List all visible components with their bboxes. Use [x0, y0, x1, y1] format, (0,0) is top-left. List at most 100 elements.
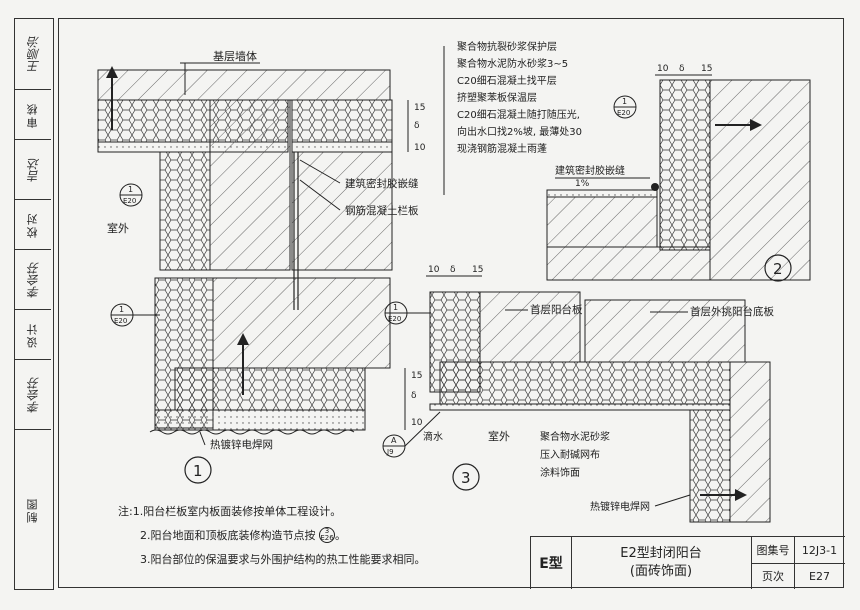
detail-1: 基层墙体 建筑密封胶嵌缝 钢筋混凝土栏板 室外 热镀锌电焊网 15 δ 10 1…: [97, 49, 426, 484]
label-base-wall: 基层墙体: [213, 49, 257, 63]
signature-name-cell: 李会芬: [15, 359, 51, 430]
layer-label: 聚合物抗裂砂浆保护层: [457, 40, 557, 53]
dim-value: 10: [414, 143, 426, 153]
concrete-base: [546, 246, 711, 281]
signature-name-cell: 吉达: [15, 139, 51, 200]
insulation-wall: [659, 79, 711, 251]
dim-value: δ: [414, 121, 420, 131]
callout-num: 1: [622, 97, 627, 106]
dim-value: δ: [450, 265, 456, 275]
render-layer: [291, 141, 393, 153]
sealant-bead: [651, 183, 659, 191]
page-label: 页次: [752, 563, 795, 589]
detail-2: 聚合物抗裂砂浆保护层 聚合物水泥防水砂浆3~5 C20细石混凝土找平层 挤塑聚苯…: [443, 40, 811, 282]
detail-number-2: 2: [764, 254, 792, 282]
signature-column: 王顺治 审核 吉达 校对 李会芬 设计 李会芬 制图: [14, 18, 54, 590]
label-outdoor: 室外: [107, 221, 129, 235]
drawing-title: E2型封闭阳台 (面砖饰面): [571, 537, 752, 589]
concrete-wall: [709, 79, 811, 281]
dim-value: 10: [657, 64, 669, 74]
detail-callout[interactable]: 1 E20: [613, 95, 637, 119]
label-mortar-1: 聚合物水泥砂浆: [540, 430, 610, 443]
type-label: E型: [531, 537, 572, 589]
base-wall-top: [97, 69, 391, 101]
dim-value: 10: [411, 418, 423, 428]
signature-label-cell: 审核: [15, 89, 51, 140]
callout-num: 1: [119, 305, 124, 314]
concrete-block: [209, 99, 291, 271]
callout-ref: E20: [388, 315, 401, 323]
signature-label-cell: 设计: [15, 309, 51, 360]
label-mortar-2: 压入耐碱网布: [540, 448, 600, 461]
label-drip: 滴水: [423, 430, 443, 443]
svg-text:1: 1: [193, 462, 203, 480]
callout-num: A: [391, 436, 397, 445]
leader-line: [654, 494, 691, 507]
label-mesh: 热镀锌电焊网: [590, 500, 650, 513]
callout-ref: E20: [123, 197, 136, 205]
detail-number-3: 3: [452, 463, 480, 491]
label-outdoor: 室外: [488, 429, 510, 443]
mesh-line: [149, 429, 355, 435]
title-block: E型 E2型封闭阳台 (面砖饰面) 图集号 12J3-1 页次 E27: [530, 536, 845, 589]
detail-callout[interactable]: 1 E20: [384, 301, 430, 325]
note-item: 3.阳台部位的保温要求与外围护结构的热工性能要求相同。: [140, 553, 426, 566]
dim-value: 10: [428, 265, 440, 275]
dim-value: 15: [411, 371, 422, 381]
balcony-slab: [479, 291, 581, 363]
insulation-top-right: [291, 99, 393, 143]
callout-ref: E20: [114, 317, 127, 325]
layer-label: C20细石混凝土找平层: [457, 74, 557, 87]
callout-ref: E20: [617, 109, 630, 117]
notes: 注:1.阳台栏板室内板面装修按单体工程设计。 2.阳台地面和顶板底装修构造节点按…: [118, 500, 426, 572]
title-line-2: (面砖饰面): [629, 564, 693, 579]
detail-number-1: 1: [184, 456, 212, 484]
callout-num: 1: [393, 303, 398, 312]
note-line-3: 3.阳台部位的保温要求与外围护结构的热工性能要求相同。: [118, 548, 426, 572]
leader-line: [299, 159, 341, 184]
insulation-column: [159, 151, 211, 271]
svg-text:2: 2: [773, 260, 783, 278]
detail-callout[interactable]: 1 E20: [119, 183, 143, 207]
detail-callout[interactable]: 1 E20: [110, 303, 160, 327]
dim-value: 15: [414, 103, 425, 113]
drawing-frame: [58, 18, 844, 588]
label-panel: 钢筋混凝土栏板: [345, 204, 419, 217]
divider: [752, 563, 845, 564]
layer-label: 聚合物水泥防水砂浆3~5: [457, 57, 568, 70]
note-item: 2.阳台地面和顶板底装修构造节点按: [140, 529, 316, 542]
render-layer: [429, 403, 731, 411]
anchor-bolt-icon: [106, 66, 118, 130]
label-outer-slab: 首层外挑阳台底板: [690, 305, 774, 318]
concrete-lower: [212, 277, 391, 369]
title-line-1: E2型封闭阳台: [620, 546, 702, 561]
concrete-block: [291, 151, 393, 271]
atlas-no-value: 12J3-1: [801, 543, 838, 557]
page-value: E27: [809, 569, 830, 583]
dim-value: 15: [701, 64, 712, 74]
svg-text:3: 3: [461, 469, 471, 487]
canopy-top-layer: [546, 189, 658, 198]
signature-label-cell: 制图: [15, 429, 51, 589]
label-sealant: 建筑密封胶嵌缝: [345, 177, 419, 190]
note-line-1: 注:1.阳台栏板室内板面装修按单体工程设计。: [118, 500, 426, 524]
layer-list: 聚合物抗裂砂浆保护层 聚合物水泥防水砂浆3~5 C20细石混凝土找平层 挤塑聚苯…: [457, 40, 582, 155]
insulation-outer: [689, 409, 731, 523]
slope-label: 1%: [575, 179, 590, 189]
label-mortar-3: 涂料饰面: [540, 466, 580, 479]
label-sealant: 建筑密封胶嵌缝: [555, 164, 625, 177]
detail-3: 首层阳台板 首层外挑阳台底板 滴水 室外 聚合物水泥砂浆 压入耐碱网布 涂料饰面…: [382, 265, 774, 523]
leader-line: [199, 431, 206, 446]
detail-callout[interactable]: A J9: [382, 411, 441, 458]
insulation-slab: [439, 361, 731, 405]
callout-ref: J9: [386, 448, 394, 456]
leader-line: [299, 179, 341, 211]
anchor-bolt-icon: [237, 333, 249, 395]
callout-num: 1: [128, 185, 133, 194]
atlas-no-label: 图集号: [752, 537, 795, 563]
anchor-bolt-icon: [700, 489, 747, 501]
